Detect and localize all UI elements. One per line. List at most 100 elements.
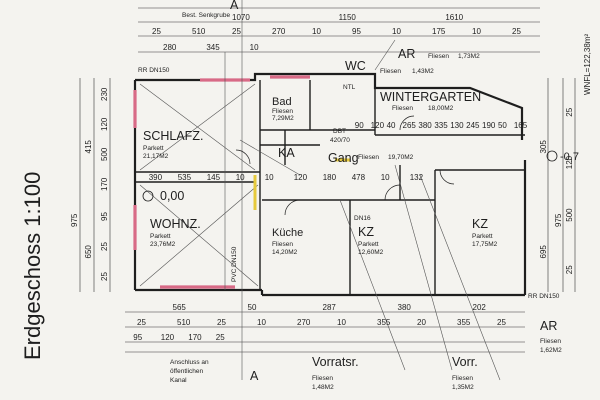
dim-top-row1: 1150 — [339, 13, 357, 22]
dim-interior: 265 — [403, 121, 417, 130]
dim-interior: 40 — [387, 121, 396, 130]
room-area-vorr: 1,35M2 — [452, 384, 474, 391]
room-name-gang: Gang — [328, 151, 359, 165]
dim-bottom-row1: 380 — [398, 303, 412, 312]
dimension-lines — [79, 7, 576, 353]
level-marker-icon — [142, 190, 154, 202]
dim-top-row2: 10 — [392, 27, 401, 36]
dim-interior: 245 — [466, 121, 480, 130]
room-name-kz-right: KZ — [472, 217, 488, 231]
dim-left-inner: 95 — [100, 212, 109, 221]
dim-left-inner: 25 — [100, 242, 109, 251]
windows — [133, 75, 310, 289]
dim-top-row2: 25 — [152, 27, 161, 36]
door-swings — [235, 115, 455, 216]
room-name-vorratsr: Vorratsr. — [312, 355, 359, 369]
dim-interior: 390 — [149, 173, 163, 182]
dim-interior: 130 — [450, 121, 464, 130]
dim-bottom-row3: 120 — [161, 333, 175, 342]
dim-right-outer: 975 — [554, 213, 563, 227]
dim-interior: 10 — [236, 173, 245, 182]
room-name-ar-top: AR — [398, 47, 415, 61]
dim-top-row3: 10 — [250, 43, 259, 52]
room-floor-kz-right: Parkett — [472, 233, 493, 240]
dim-right-inner: 25 — [565, 107, 574, 116]
room-floor-schlafz: Parkett — [143, 145, 164, 152]
anschluss-line-1: Anschluss an — [170, 359, 209, 366]
dim-right-inner: 500 — [565, 208, 574, 222]
dim-bottom-row1: 202 — [473, 303, 487, 312]
room-name-kz-mid: KZ — [358, 225, 374, 239]
section-a-top-label: A — [230, 0, 239, 12]
top-note-label: Best. Senkgrube — [182, 12, 230, 19]
room-area-ar-top: 1,73M2 — [458, 53, 480, 60]
room-area-gang: 19,70M2 — [388, 154, 414, 161]
dim-interior: 132 — [410, 173, 424, 182]
dim-bottom-row2: 355 — [377, 318, 391, 327]
level-right-label: -0,7 — [560, 151, 579, 163]
dim-top-row2: 25 — [232, 27, 241, 36]
dim-interior: 165 — [514, 121, 528, 130]
ka-label: KA — [278, 146, 295, 160]
room-floor-kueche: Fliesen — [272, 241, 293, 248]
dim-top-row2: 510 — [192, 27, 206, 36]
dim-interior: 10 — [265, 173, 274, 182]
dim-left-outer: 975 — [70, 213, 79, 227]
room-area-vorratsr: 1,48M2 — [312, 384, 334, 391]
interior-walls — [135, 80, 525, 295]
room-area-ar-bottom: 1,62M2 — [540, 347, 562, 354]
dn16-label: DN16 — [354, 215, 371, 222]
anschluss-line-2: öffentlichen — [170, 368, 204, 375]
dim-left-inner: 170 — [100, 177, 109, 191]
dim-interior: 190 — [482, 121, 496, 130]
dim-bottom-row2: 25 — [137, 318, 146, 327]
dim-bottom-row3: 95 — [133, 333, 142, 342]
dim-left-inner: 500 — [100, 147, 109, 161]
room-name-bad: Bad — [272, 96, 292, 108]
fl-label: 420/70 — [330, 137, 350, 144]
dim-top-row2: 10 — [312, 27, 321, 36]
room-name-wintergarten: WINTERGARTEN — [380, 90, 481, 104]
dim-top-row2: 95 — [352, 27, 361, 36]
dim-top-row2: 25 — [512, 27, 521, 36]
dim-right-mid: 695 — [539, 245, 548, 259]
dim-bottom-row1: 50 — [248, 303, 257, 312]
dim-top-row3: 280 — [163, 43, 177, 52]
room-name-wohnz: WOHNZ. — [150, 217, 201, 231]
room-name-kueche: Küche — [272, 227, 303, 239]
total-area-label: WNFL=122,38m² — [583, 34, 592, 95]
dim-interior: 50 — [498, 121, 507, 130]
dim-interior: 335 — [434, 121, 448, 130]
dim-bottom-row3: 170 — [188, 333, 202, 342]
room-floor-ar-bottom: Fliesen — [540, 338, 561, 345]
dim-top-row3: 345 — [206, 43, 220, 52]
dim-right-inner: 120 — [565, 155, 574, 169]
dim-left-mid: 650 — [84, 245, 93, 259]
anschluss-line-3: Kanal — [170, 377, 187, 384]
room-labels: SCHLAFZ. Parkett 21,17M2 WOHNZ. Parkett … — [143, 47, 562, 391]
stair-highlight — [253, 158, 350, 210]
room-name-ar-bottom: AR — [540, 319, 557, 333]
dim-bottom-row2: 10 — [257, 318, 266, 327]
dim-top-row2: 10 — [472, 27, 481, 36]
dim-interior: 180 — [323, 173, 337, 182]
dim-interior: 145 — [207, 173, 221, 182]
section-a-bottom-label: A — [250, 369, 259, 383]
dim-bottom-row2: 25 — [497, 318, 506, 327]
dim-left-inner: 230 — [100, 87, 109, 101]
room-name-wc: WC — [345, 59, 366, 73]
outer-walls — [133, 72, 527, 297]
dim-interior: 478 — [352, 173, 366, 182]
dim-interior: 90 — [355, 121, 364, 130]
dim-interior: 10 — [381, 173, 390, 182]
dim-bottom-row1: 565 — [173, 303, 187, 312]
dim-bottom-row2: 510 — [177, 318, 191, 327]
dim-interior: 380 — [418, 121, 432, 130]
dim-interior: 535 — [178, 173, 192, 182]
dim-bottom-row1: 287 — [323, 303, 337, 312]
sheet-title: Erdgeschoss 1:100 — [20, 172, 45, 360]
dim-left-inner: 120 — [100, 117, 109, 131]
dim-bottom-row2: 10 — [337, 318, 346, 327]
dim-left-inner: 25 — [100, 272, 109, 281]
